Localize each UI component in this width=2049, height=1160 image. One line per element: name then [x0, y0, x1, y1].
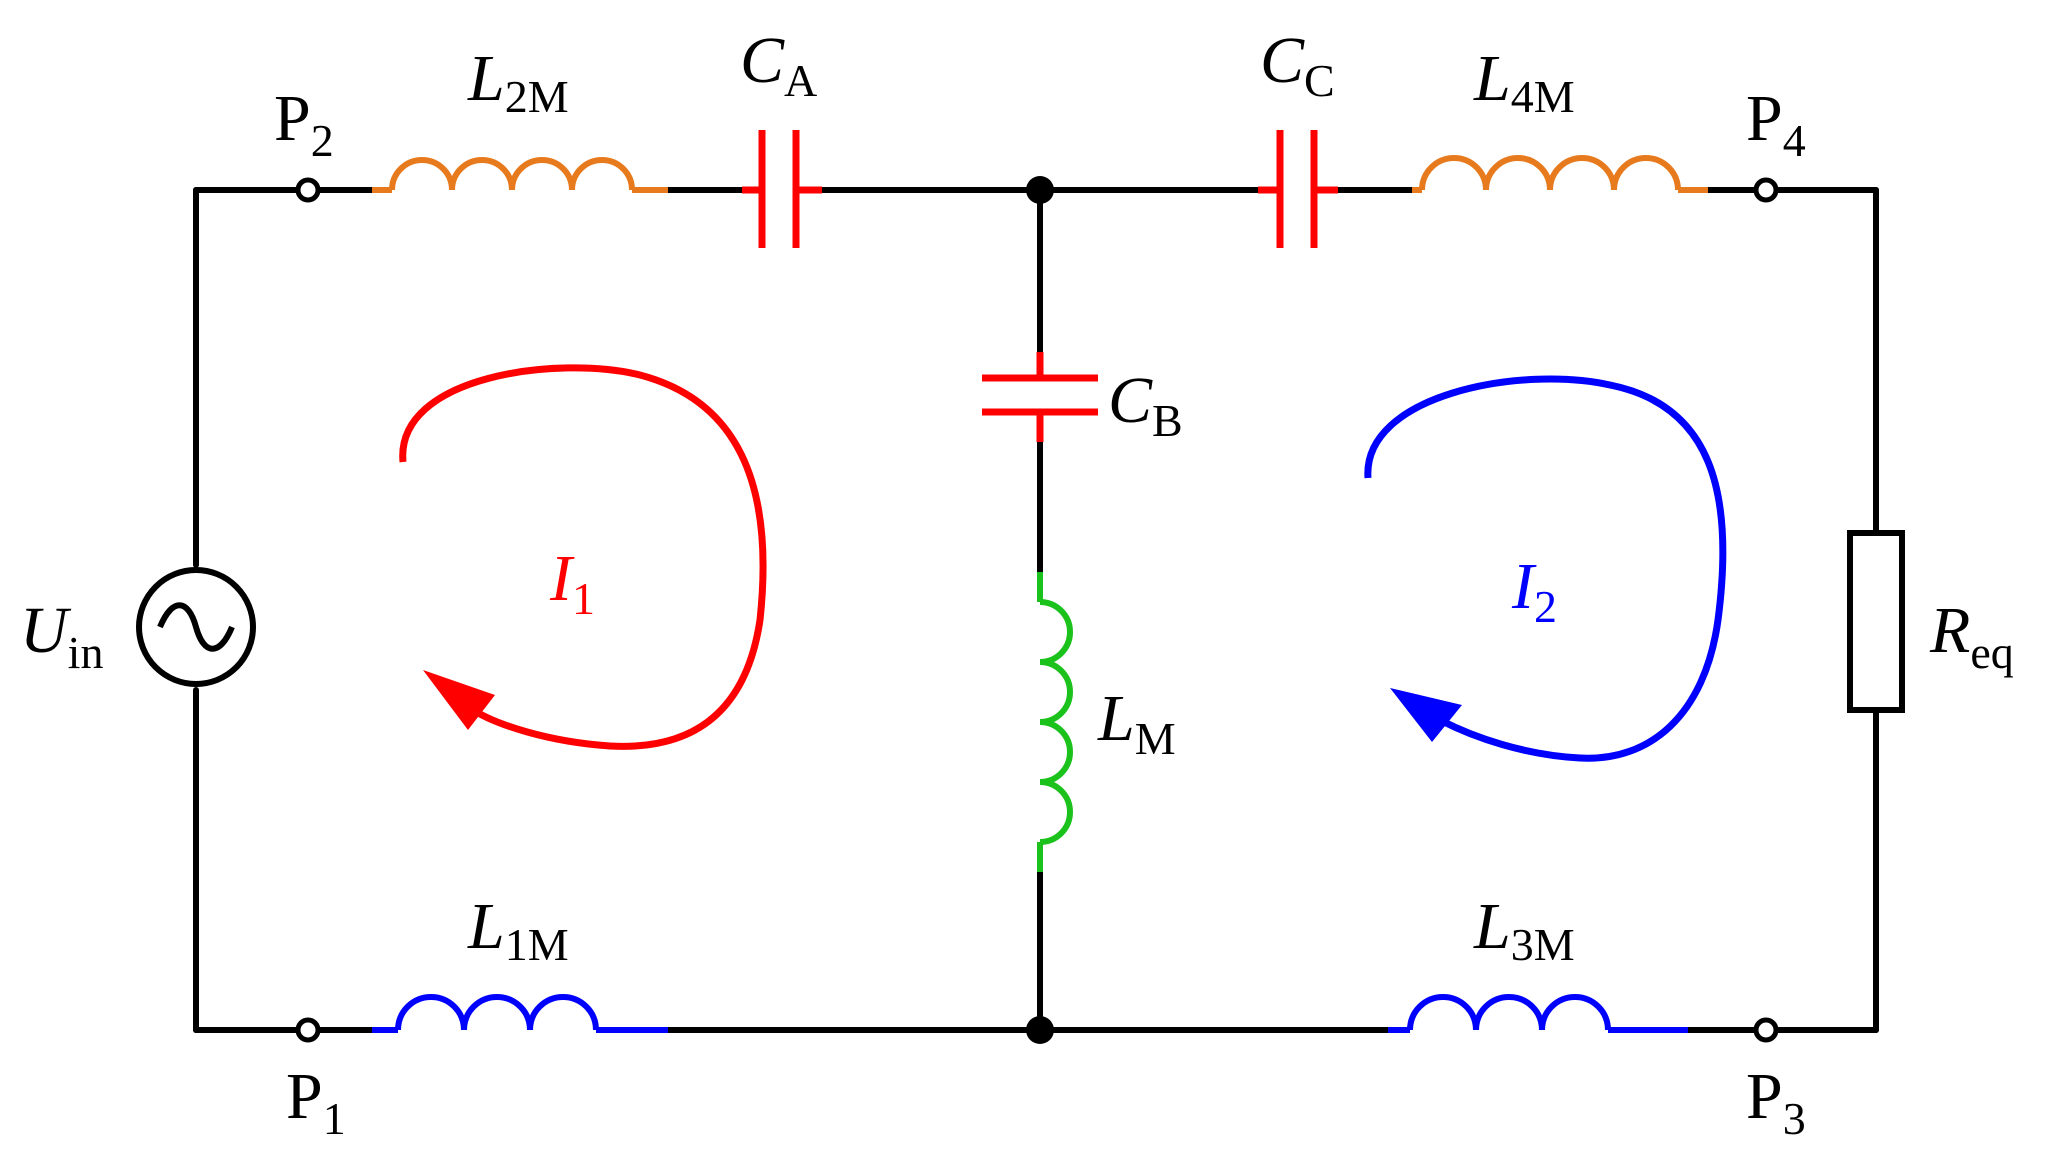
label-i2: I2: [1511, 550, 1557, 632]
label-ca: CA: [740, 24, 817, 106]
sine-icon: [157, 602, 235, 652]
label-l4m: L4M: [1473, 42, 1575, 122]
label-p1: P1: [286, 1060, 346, 1144]
voltage-source-uin: [136, 567, 256, 687]
terminal-p3: [1753, 1017, 1779, 1043]
arrowhead-icon: [423, 670, 495, 730]
label-cb: CB: [1108, 364, 1183, 446]
wires: [193, 187, 1879, 1033]
label-cc: CC: [1260, 24, 1335, 106]
capacitor-cc: [1258, 130, 1338, 248]
arrowhead-icon: [1390, 688, 1462, 742]
terminal-p4: [1753, 177, 1779, 203]
label-l2m: L2M: [467, 42, 569, 122]
terminal-p1: [295, 1017, 321, 1043]
capacitor-ca: [742, 130, 822, 248]
label-l1m: L1M: [467, 890, 569, 970]
label-i1: I1: [549, 542, 595, 624]
inductor-l2m: [372, 157, 668, 193]
label-p4: P4: [1746, 82, 1806, 166]
inductor-l1m: [372, 994, 668, 1033]
loop-arrow-i2: [1364, 375, 1727, 762]
label-p3: P3: [1746, 1060, 1806, 1144]
capacitor-cb: [982, 352, 1098, 442]
label-l3m: L3M: [1473, 890, 1575, 970]
label-req: Req: [1929, 594, 2014, 678]
loop-arrow-i1: [399, 364, 767, 750]
label-uin: Uin: [20, 594, 103, 678]
label-p2: P2: [274, 82, 334, 166]
resistor-req: [1847, 530, 1905, 713]
inductor-l3m: [1388, 994, 1688, 1033]
junction-top: [1026, 176, 1054, 204]
inductor-l4m: [1412, 155, 1708, 193]
label-lm: LM: [1097, 682, 1176, 764]
inductor-lm: [1037, 572, 1073, 872]
terminal-p2: [295, 177, 321, 203]
junction-bottom: [1026, 1016, 1054, 1044]
